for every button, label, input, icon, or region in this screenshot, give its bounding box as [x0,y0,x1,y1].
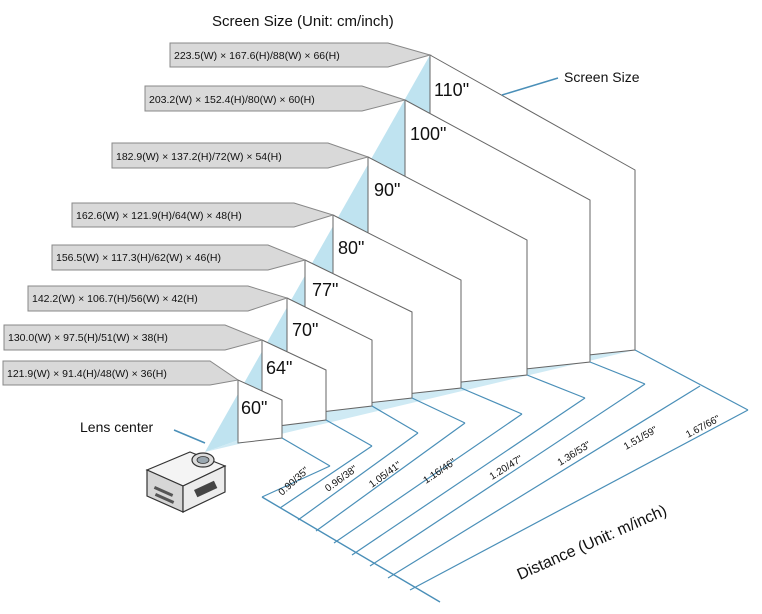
distance-line-5 [351,397,586,556]
dims-100: 203.2(W) × 152.4(H)/80(W) × 60(H) [149,94,315,106]
screen-size-label: Screen Size [564,69,640,85]
distance-label-90: 1.20/47" [488,453,526,482]
distance-tick-3 [411,397,466,424]
projector-panel [193,480,218,498]
size-label-90: 90" [374,180,400,200]
dims-77: 156.5(W) × 117.3(H)/62(W) × 46(H) [56,252,221,264]
distance-axis-label: Distance (Unit: m/inch) [515,502,670,583]
callout-100 [144,85,407,112]
distance-line-6 [369,383,646,567]
diagram-title: Screen Size (Unit: cm/inch) [212,13,394,30]
size-label-70: 70" [292,320,318,340]
callout-70 [27,285,289,312]
dimension-callouts: 223.5(W) × 167.6(H)/88(W) × 66(H) 203.2(… [2,42,432,386]
size-label-80: 80" [338,238,364,258]
distance-line-4 [333,413,523,544]
distance-label-110: 1.51/59" [622,424,660,452]
distance-tick-4 [460,387,523,415]
distance-line-8 [409,409,749,591]
distance-line-1 [279,445,373,509]
callout-80 [71,202,335,228]
callout-64 [3,324,264,351]
distance-tick-6 [589,361,646,385]
size-label-60: 60" [241,398,267,418]
distance-base-line [261,496,441,603]
dims-70: 142.2(W) × 106.7(H)/56(W) × 42(H) [32,293,198,305]
size-label-110: 110" [434,80,469,100]
distance-tick-5 [526,374,586,399]
distance-lines [261,349,749,603]
distance-tick-0 [281,437,331,467]
projector-vent [153,486,174,497]
size-label-77: 77" [312,280,338,300]
size-label-100: 100" [410,124,446,144]
callout-60 [2,360,240,386]
lens-center-label: Lens center [80,419,153,435]
distance-label-64: 0.90/35" [277,465,312,498]
callout-110 [169,42,432,68]
distance-line-2 [297,432,419,521]
dims-90: 182.9(W) × 137.2(H)/72(W) × 54(H) [116,151,282,163]
distance-tick-1 [325,419,373,447]
projector-illustration [145,451,227,513]
dims-80: 162.6(W) × 121.9(H)/64(W) × 48(H) [76,210,242,222]
distance-tick-2 [371,405,419,434]
lens-glass [196,456,210,464]
callout-77 [51,244,307,271]
projector-vent-2 [154,493,175,504]
screens-group [237,54,636,444]
distance-line-7 [387,385,701,579]
distance-line-0 [261,465,331,498]
distance-label-77: 1.05/41" [367,460,404,491]
distance-tick-7 [634,349,749,411]
screen-size-pointer [501,77,559,96]
lens-center-pointer [173,429,206,444]
callout-90 [111,142,370,169]
dims-110: 223.5(W) × 167.6(H)/88(W) × 66(H) [174,50,340,62]
screen-size-labels: 110" 100" 90" 80" 77" 70" 64" 60" [241,80,469,418]
size-label-64: 64" [266,358,292,378]
dims-64: 130.0(W) × 97.5(H)/51(W) × 38(H) [8,332,168,344]
distance-line-3 [315,422,466,532]
distance-label-100: 1.36/53" [556,439,594,468]
dims-60: 121.9(W) × 91.4(H)/48(W) × 36(H) [7,368,167,380]
distance-label-80: 1.16/46" [422,456,459,486]
